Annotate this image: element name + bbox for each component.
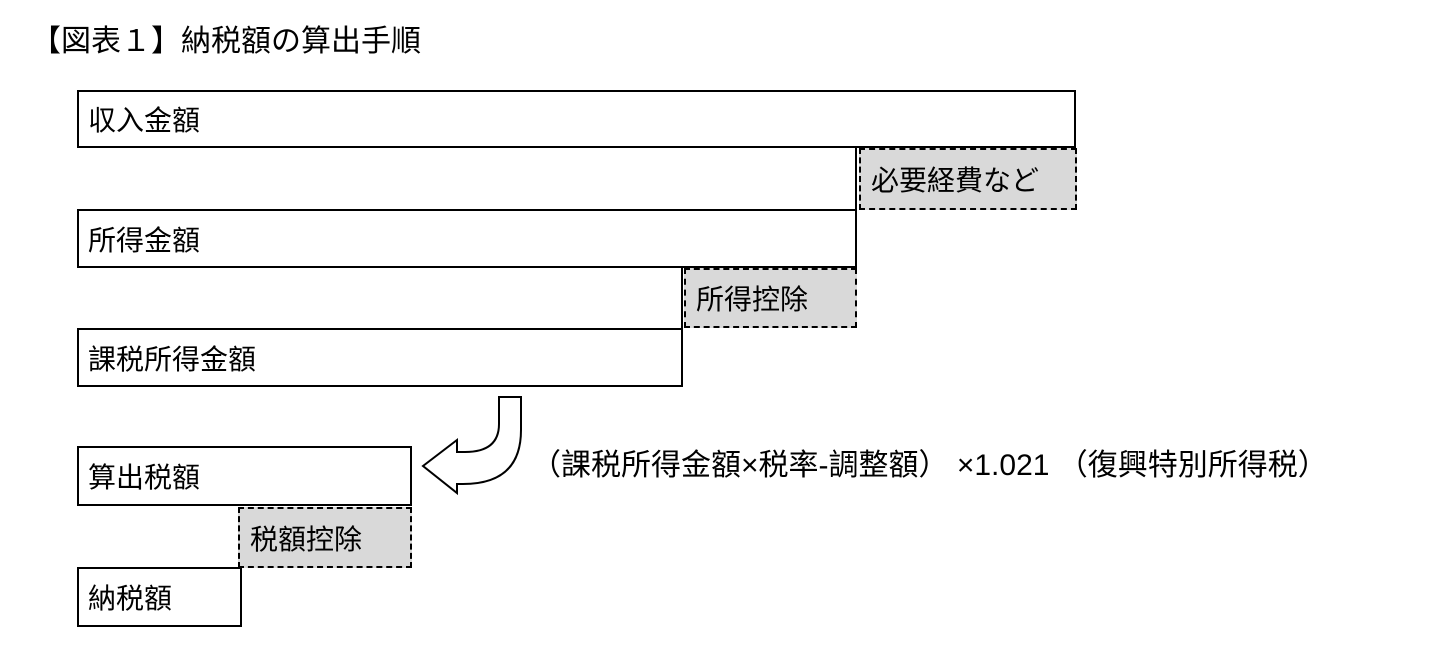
box-taxable-income: 課税所得金額 [77,328,683,387]
deduction-necessary-expenses: 必要経費など [859,148,1077,210]
box-calculated-tax: 算出税額 [77,446,412,506]
figure-title: 【図表１】納税額の算出手順 [31,25,421,58]
box-income: 収入金額 [77,90,1076,148]
deduction-income-deduction: 所得控除 [684,268,857,328]
box-calculated-tax-label: 算出税額 [88,462,201,493]
deduction-necessary-expenses-label: 必要経費など [871,165,1040,196]
deduction-income-deduction-label: 所得控除 [696,284,809,315]
box-tax-payment-label: 納税額 [88,583,173,614]
formula-text: （課税所得金額×税率-調整額） ×1.021 （復興特別所得税） [531,449,1328,482]
deduction-tax-credit-label: 税額控除 [250,523,363,555]
box-taxable-income-label: 課税所得金額 [88,343,257,375]
box-tax-payment: 納税額 [77,567,242,627]
box-income-amount-label: 所得金額 [88,224,201,256]
box-income-amount: 所得金額 [77,209,857,268]
step-connector-1 [855,148,857,209]
step-connector-2 [681,268,683,328]
deduction-tax-credit: 税額控除 [238,507,412,568]
box-income-label: 収入金額 [88,105,201,136]
